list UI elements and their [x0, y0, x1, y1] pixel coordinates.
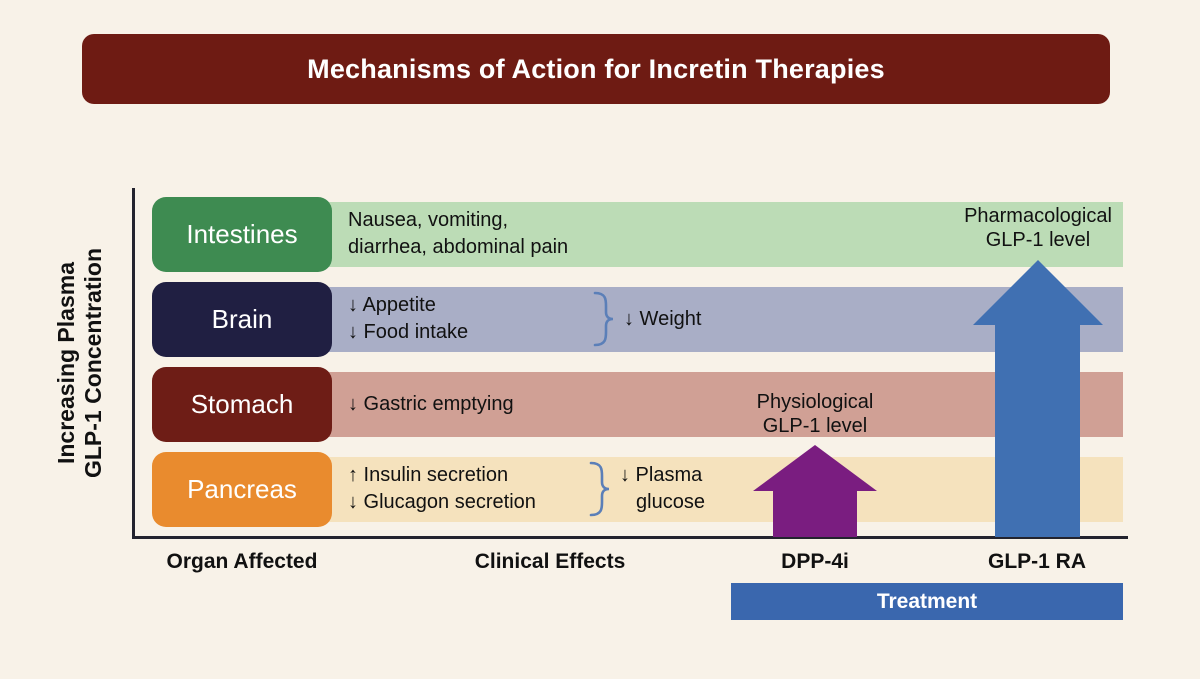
- organ-box-pancreas: Pancreas: [152, 452, 332, 527]
- x-label-dpp4i: DPP-4i: [781, 550, 849, 573]
- result-weight: ↓ Weight: [624, 308, 702, 330]
- pharmacological-glp1-label-line1: Pharmacological: [964, 205, 1112, 227]
- effects-pancreas-line2: ↓ Glucagon secretion: [348, 491, 536, 513]
- organ-label-pancreas: Pancreas: [187, 474, 297, 504]
- pharmacological-glp1-label-line2: GLP-1 level: [985, 229, 1091, 251]
- row-band-intestines: [240, 202, 1123, 267]
- effects-intestines: Nausea, vomiting, diarrhea, abdominal pa…: [348, 207, 568, 261]
- effects-pancreas-line1: ↑ Insulin secretion: [348, 464, 509, 486]
- row-band-brain: [240, 287, 1123, 352]
- brace-icon: [589, 461, 610, 517]
- result-plasma-glucose: ↓ Plasma glucose: [620, 462, 705, 516]
- treatment-bar: Treatment: [731, 583, 1123, 620]
- y-axis-label-line1: Increasing Plasma: [53, 262, 79, 465]
- x-label-glp1ra: GLP-1 RA: [987, 550, 1086, 573]
- physiological-glp1-label-line1: Physiological: [756, 391, 874, 413]
- result-plasma-glucose-line2: glucose: [636, 491, 705, 513]
- row-band-stomach: [240, 372, 1123, 437]
- dpp4i-up-arrow-icon: [753, 445, 877, 537]
- effects-stomach-line1: ↓ Gastric emptying: [348, 393, 514, 415]
- organ-label-intestines: Intestines: [186, 219, 298, 249]
- effects-brain-line1: ↓ Appetite: [348, 294, 436, 316]
- treatment-bar-label: Treatment: [876, 589, 978, 613]
- organ-box-brain: Brain: [152, 282, 332, 357]
- organ-label-stomach: Stomach: [190, 389, 294, 419]
- glp1ra-up-arrow-icon: [973, 260, 1103, 537]
- x-label-organ-affected: Organ Affected: [166, 550, 318, 573]
- organ-box-stomach: Stomach: [152, 367, 332, 442]
- x-label-clinical-effects: Clinical Effects: [474, 550, 626, 573]
- row-band-pancreas: [240, 457, 1123, 522]
- effects-pancreas: ↑ Insulin secretion ↓ Glucagon secretion: [348, 462, 536, 516]
- effects-intestines-line1: Nausea, vomiting,: [348, 209, 509, 231]
- physiological-glp1-label: Physiological GLP-1 level: [715, 390, 915, 438]
- x-axis-line: [132, 536, 1128, 539]
- organ-box-intestines: Intestines: [152, 197, 332, 272]
- effects-intestines-line2: diarrhea, abdominal pain: [348, 236, 569, 258]
- effects-stomach: ↓ Gastric emptying: [348, 391, 514, 418]
- brace-icon: [593, 291, 614, 347]
- result-plasma-glucose-line1: ↓ Plasma: [620, 464, 703, 486]
- title-banner: Mechanisms of Action for Incretin Therap…: [82, 34, 1110, 104]
- y-axis-line: [132, 188, 135, 538]
- effects-brain: ↓ Appetite ↓ Food intake: [348, 292, 468, 346]
- pharmacological-glp1-label: Pharmacological GLP-1 level: [938, 204, 1138, 252]
- y-axis-label-line2: GLP-1 Concentration: [80, 247, 106, 479]
- physiological-glp1-label-line2: GLP-1 level: [762, 415, 868, 437]
- effects-brain-line2: ↓ Food intake: [348, 321, 469, 343]
- page-title: Mechanisms of Action for Incretin Therap…: [307, 53, 885, 84]
- organ-label-brain: Brain: [211, 304, 273, 334]
